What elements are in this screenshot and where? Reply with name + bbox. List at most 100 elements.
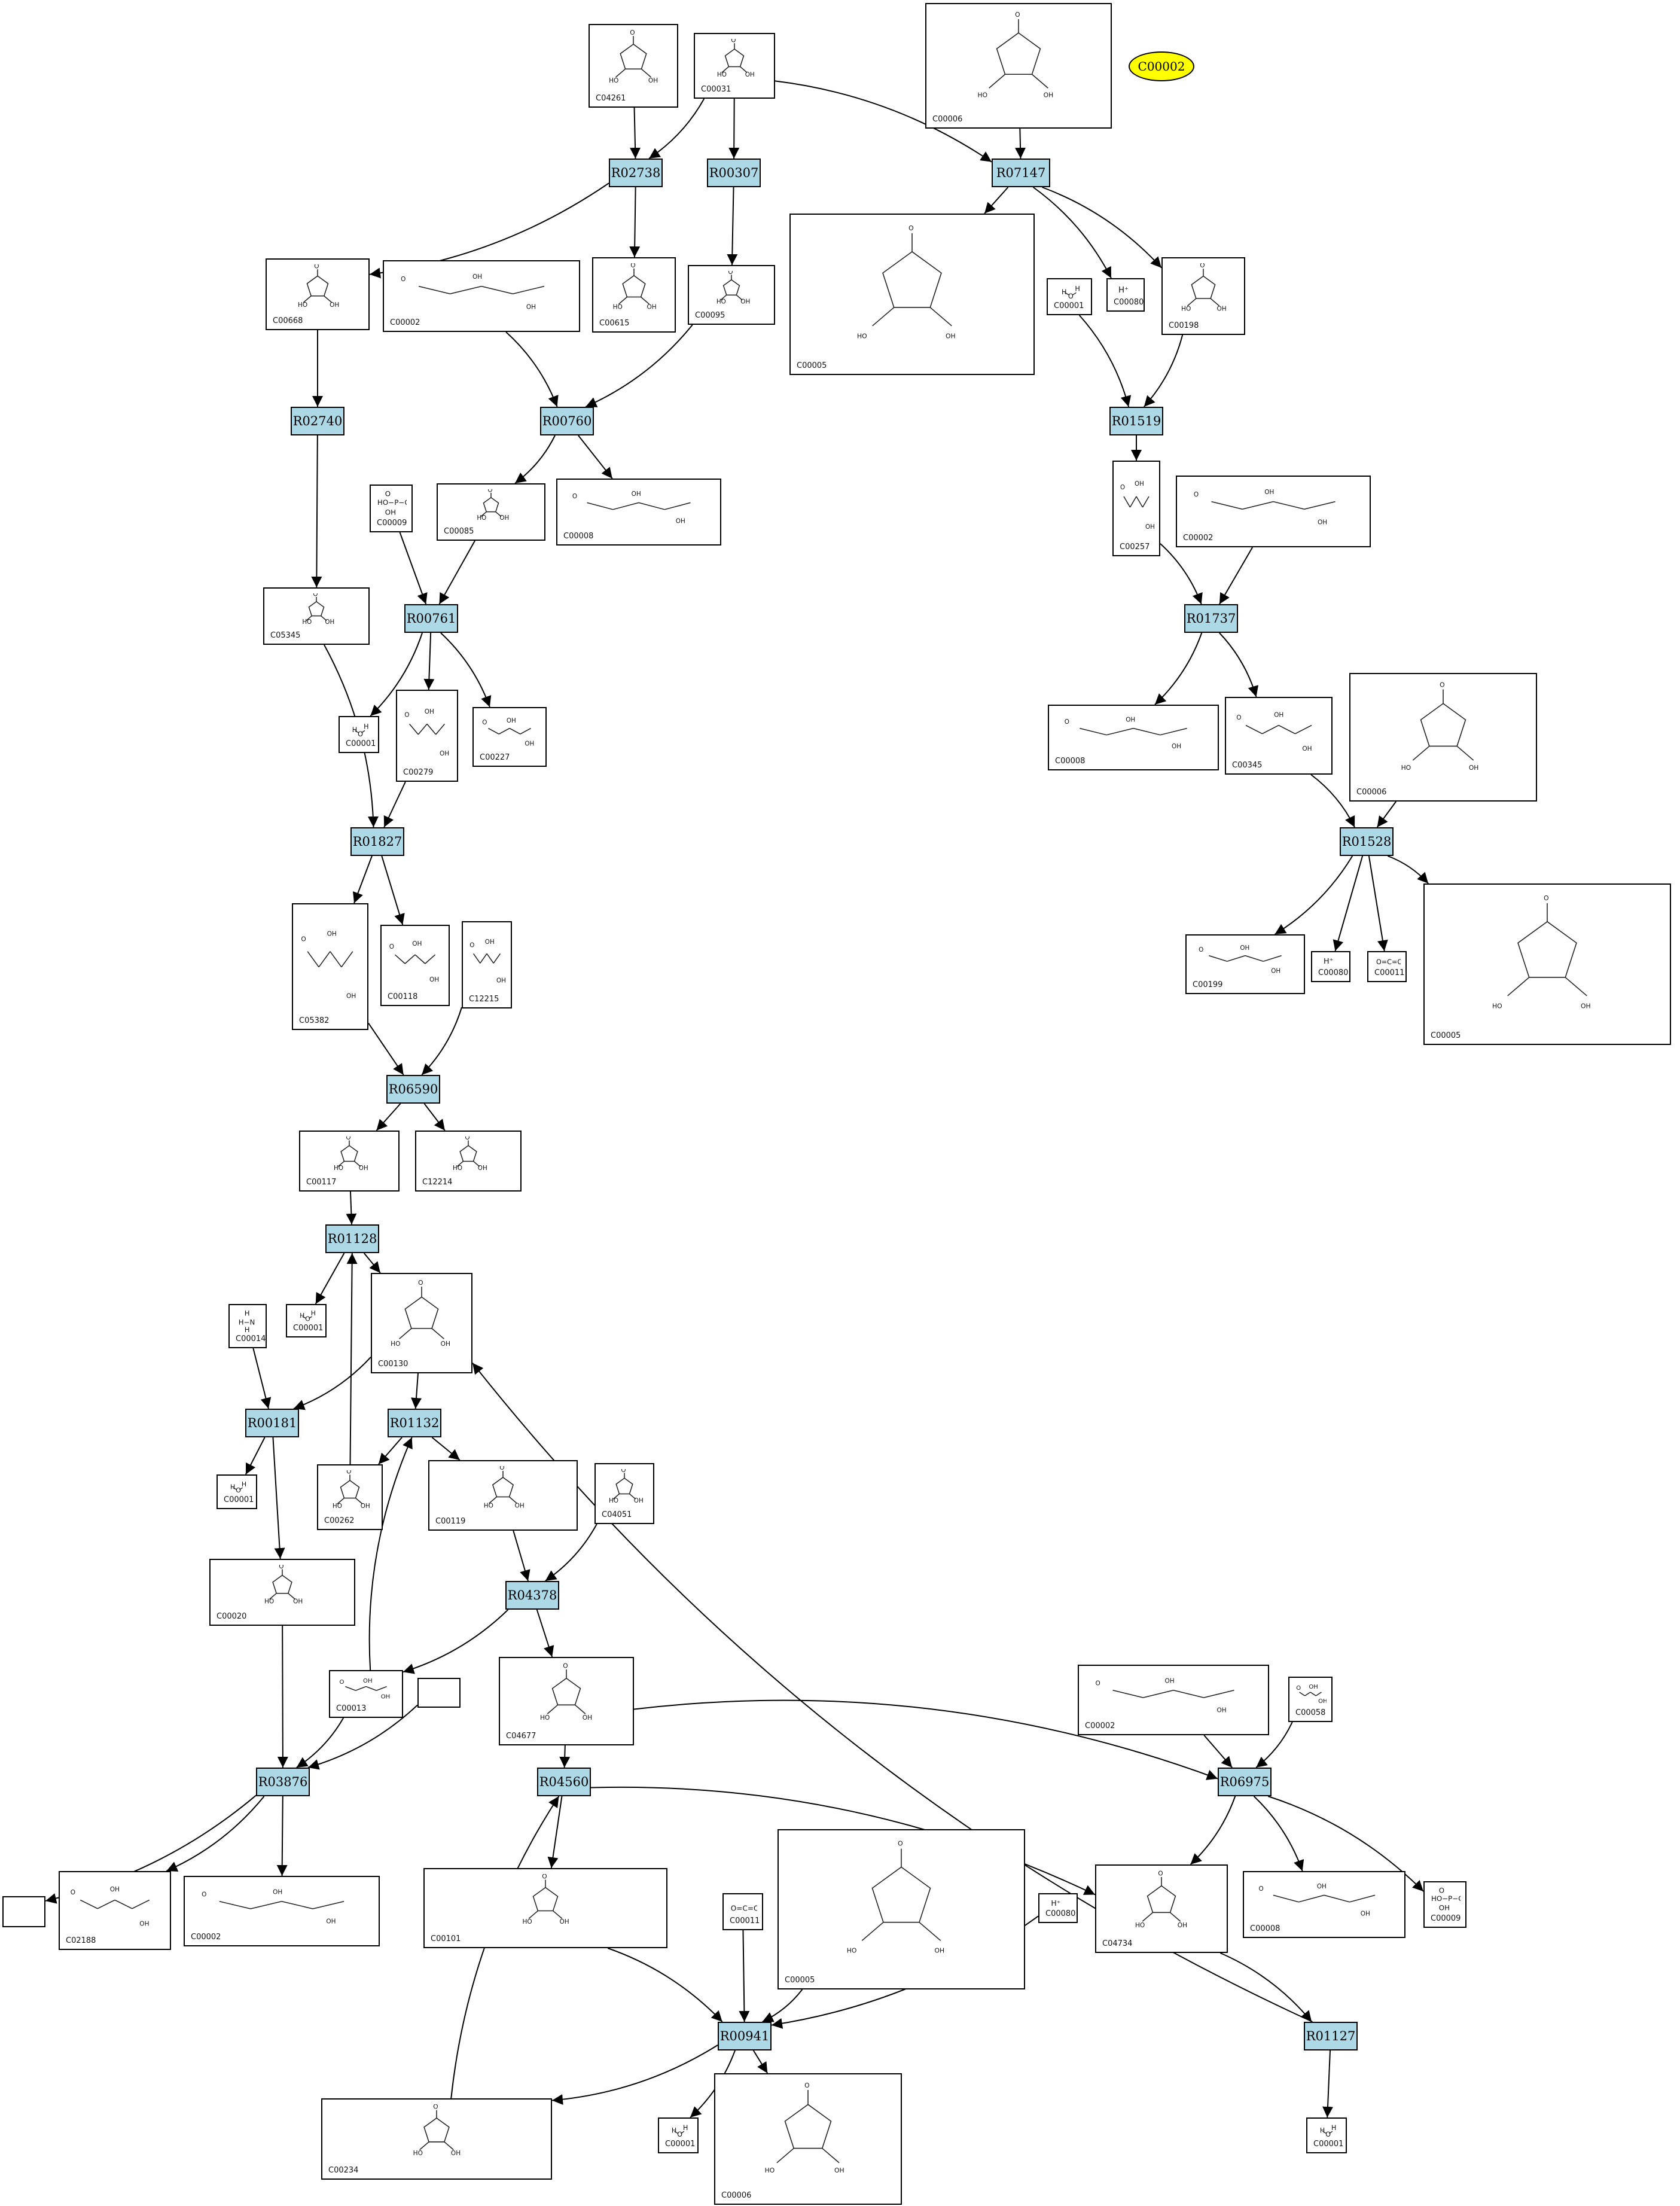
compound-c00009[interactable]: OHO−P−OHOHC00009	[1423, 1881, 1469, 1928]
svg-text:O: O	[482, 719, 487, 726]
reaction-r06975[interactable]: R06975	[1218, 1768, 1272, 1796]
svg-text:O: O	[1200, 263, 1205, 269]
reaction-r04378[interactable]: R04378	[505, 1581, 559, 1610]
svg-text:O: O	[236, 1486, 241, 1494]
reaction-r01519[interactable]: R01519	[1109, 407, 1163, 435]
compound-c00080[interactable]: H⁺C00080	[1038, 1893, 1078, 1923]
structure-drawing: H⁺	[1118, 286, 1129, 295]
compound-c00009[interactable]: OHO−P−OHOHC00009	[370, 485, 416, 532]
compound-c00058[interactable]: OOHOHC00058	[1288, 1677, 1333, 1722]
reaction-r00760[interactable]: R00760	[540, 407, 594, 435]
reaction-r00941[interactable]: R00941	[718, 2022, 772, 2050]
reaction-r02740[interactable]: R02740	[291, 407, 344, 435]
reaction-r03876[interactable]: R03876	[256, 1768, 310, 1796]
reaction-r00307[interactable]: R00307	[707, 159, 761, 187]
svg-text:OH: OH	[359, 1165, 368, 1172]
compound-empty[interactable]	[2, 1896, 45, 1927]
reaction-r01127[interactable]: R01127	[1304, 2022, 1358, 2050]
compound-empty[interactable]	[417, 1678, 461, 1708]
reaction-r01528[interactable]: R01528	[1340, 827, 1394, 856]
reaction-r00181[interactable]: R00181	[245, 1409, 299, 1437]
edge-R02740-n_C05345	[311, 435, 322, 588]
svg-text:O: O	[1199, 946, 1203, 953]
reaction-r02738[interactable]: R02738	[609, 159, 663, 187]
legend-ellipse-c00002[interactable]: C00002	[1129, 51, 1194, 81]
reaction-r01128[interactable]: R01128	[325, 1224, 379, 1253]
reaction-r07147[interactable]: R07147	[992, 159, 1050, 187]
edge-R01528-n_C00199	[1274, 855, 1353, 935]
reaction-r06590[interactable]: R06590	[386, 1075, 440, 1104]
reaction-r01827[interactable]: R01827	[350, 827, 404, 856]
reaction-r01737[interactable]: R01737	[1184, 604, 1238, 633]
reaction-r04560[interactable]: R04560	[537, 1768, 591, 1796]
reaction-r00761[interactable]: R00761	[404, 604, 458, 633]
reaction-r01132[interactable]: R01132	[388, 1409, 441, 1437]
compound-c00080[interactable]: H⁺C00080	[1311, 951, 1350, 982]
edge-n_C00117-R01128	[346, 1191, 357, 1225]
svg-text:OH: OH	[429, 976, 439, 983]
compound-id-label: C00668	[273, 316, 303, 325]
compound-id-label: C00257	[1120, 543, 1150, 552]
compound-id-label: C00345	[1232, 761, 1263, 770]
compound-c00080[interactable]: H⁺C00080	[1106, 278, 1145, 312]
